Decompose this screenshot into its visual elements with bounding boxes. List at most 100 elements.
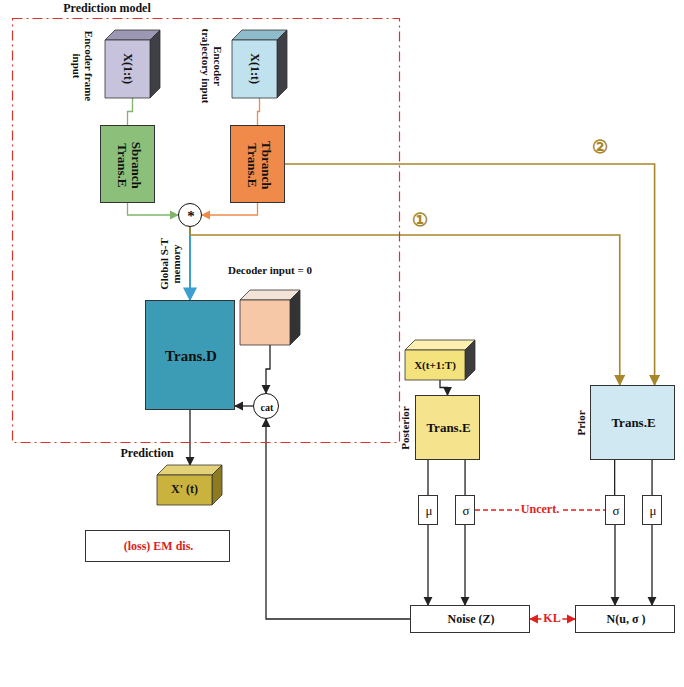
prior-encoder: Trans.EPrior bbox=[590, 385, 675, 460]
connector-label: Global S-T memory bbox=[158, 229, 182, 299]
connector bbox=[651, 460, 652, 495]
cube-side bbox=[290, 290, 300, 345]
node-label: N(u, σ ) bbox=[607, 613, 646, 626]
node-label: cat bbox=[261, 402, 274, 413]
node-heading: Prediction model bbox=[63, 2, 150, 15]
connector-label: KL bbox=[541, 612, 562, 625]
encoder-box: Sbranch Trans.E bbox=[100, 125, 155, 203]
loss-box: (loss) EM dis. bbox=[85, 530, 230, 562]
decoder-box: Trans.D bbox=[145, 300, 235, 410]
cube-side bbox=[277, 30, 287, 98]
mu-box: μ bbox=[642, 495, 662, 525]
node-label: * bbox=[187, 208, 195, 225]
node-face: Noise (Z) bbox=[411, 606, 531, 634]
connector bbox=[128, 203, 179, 215]
node-heading: Prediction bbox=[120, 447, 173, 460]
node-label: σ bbox=[462, 504, 469, 518]
node-face: Trans.D bbox=[146, 301, 236, 411]
connector bbox=[202, 203, 258, 215]
noise-box: Noise (Z) bbox=[410, 605, 530, 633]
connector-label: ② bbox=[590, 138, 610, 158]
future-cube: X(t+1:T) bbox=[405, 340, 475, 380]
node-label: Trans.E bbox=[611, 416, 655, 430]
node-label: X' (t) bbox=[171, 483, 198, 496]
mu-box: μ bbox=[418, 495, 438, 525]
node-face: Tbranch Trans.E bbox=[231, 126, 286, 204]
cube-front bbox=[240, 300, 290, 345]
node-label: X(1:t) bbox=[121, 54, 134, 85]
node-face: X(1:t) bbox=[105, 40, 150, 98]
node-label: (loss) EM dis. bbox=[124, 540, 194, 553]
node-heading: Encoder frame input bbox=[71, 26, 95, 106]
node-label: μ bbox=[426, 504, 433, 518]
cube-front bbox=[405, 350, 465, 380]
node-label: Noise (Z) bbox=[448, 613, 495, 626]
gaussian-box: N(u, σ ) bbox=[575, 605, 675, 633]
node-face: Trans.E bbox=[416, 396, 481, 461]
connector bbox=[427, 460, 428, 495]
input-cube: X(1:t)Encoder trajectory input bbox=[232, 30, 287, 98]
cube-side bbox=[212, 465, 222, 505]
node-face: X' (t) bbox=[157, 475, 212, 505]
cube-front bbox=[232, 40, 277, 98]
region-border bbox=[13, 19, 400, 443]
node-face: * bbox=[179, 204, 203, 228]
connector bbox=[464, 525, 465, 605]
connector bbox=[189, 410, 190, 465]
node-face: Sbranch Trans.E bbox=[101, 126, 156, 204]
cube-side bbox=[465, 340, 475, 380]
cube-top bbox=[405, 340, 475, 350]
node-face: σ bbox=[456, 496, 476, 526]
node-heading: Prior bbox=[575, 410, 587, 435]
connector-label: ① bbox=[410, 211, 430, 231]
connector bbox=[235, 405, 253, 406]
node-face: X(t+1:T) bbox=[405, 350, 465, 380]
cube-top bbox=[157, 465, 222, 475]
node-label: X(t+1:T) bbox=[414, 359, 456, 371]
node-face: N(u, σ ) bbox=[576, 606, 676, 634]
input-cube: X(1:t)Encoder frame input bbox=[105, 30, 160, 98]
concat-circle: cat bbox=[253, 393, 279, 419]
node-label: μ bbox=[650, 504, 657, 518]
node-face: μ bbox=[643, 496, 663, 526]
decoder-input-cube: Decoder input = 0 bbox=[240, 290, 300, 345]
node-face: σ bbox=[606, 496, 626, 526]
encoder-box: Tbranch Trans.E bbox=[230, 125, 285, 203]
connector bbox=[614, 525, 615, 605]
connector bbox=[285, 164, 655, 385]
connector bbox=[266, 419, 410, 619]
node-heading: Decoder input = 0 bbox=[224, 264, 316, 276]
connector bbox=[190, 227, 620, 385]
connector bbox=[427, 525, 428, 605]
connector-label: Uncert. bbox=[519, 503, 561, 516]
cube-front bbox=[157, 475, 212, 505]
connector bbox=[464, 460, 465, 495]
sigma-box: σ bbox=[455, 495, 475, 525]
node-heading: Encoder trajectory input bbox=[200, 26, 224, 106]
node-label: X(1:t) bbox=[248, 54, 261, 85]
node-label: σ bbox=[612, 504, 619, 518]
connector bbox=[128, 98, 133, 125]
cube-side bbox=[150, 30, 160, 98]
connector bbox=[440, 380, 448, 395]
posterior-encoder: Trans.EPosterior bbox=[415, 395, 480, 460]
node-heading: Posterior bbox=[399, 406, 411, 449]
node-face: Trans.E bbox=[591, 386, 676, 461]
node-label: Tbranch Trans.E bbox=[244, 132, 273, 198]
connector bbox=[258, 98, 260, 125]
cube-shape bbox=[240, 290, 300, 345]
connector bbox=[266, 345, 270, 393]
node-label: Sbranch Trans.E bbox=[114, 132, 143, 198]
node-face: X(1:t) bbox=[232, 40, 277, 98]
node-face: cat bbox=[254, 394, 280, 420]
node-face: (loss) EM dis. bbox=[86, 531, 231, 563]
connector bbox=[651, 525, 652, 605]
cube-front bbox=[105, 40, 150, 98]
fusion-circle: * bbox=[178, 203, 202, 227]
sigma-box: σ bbox=[605, 495, 625, 525]
node-label: Trans.E bbox=[426, 421, 470, 435]
node-face: μ bbox=[419, 496, 439, 526]
model-region: Prediction modelX(1:t)Encoder frame inpu… bbox=[12, 18, 400, 443]
